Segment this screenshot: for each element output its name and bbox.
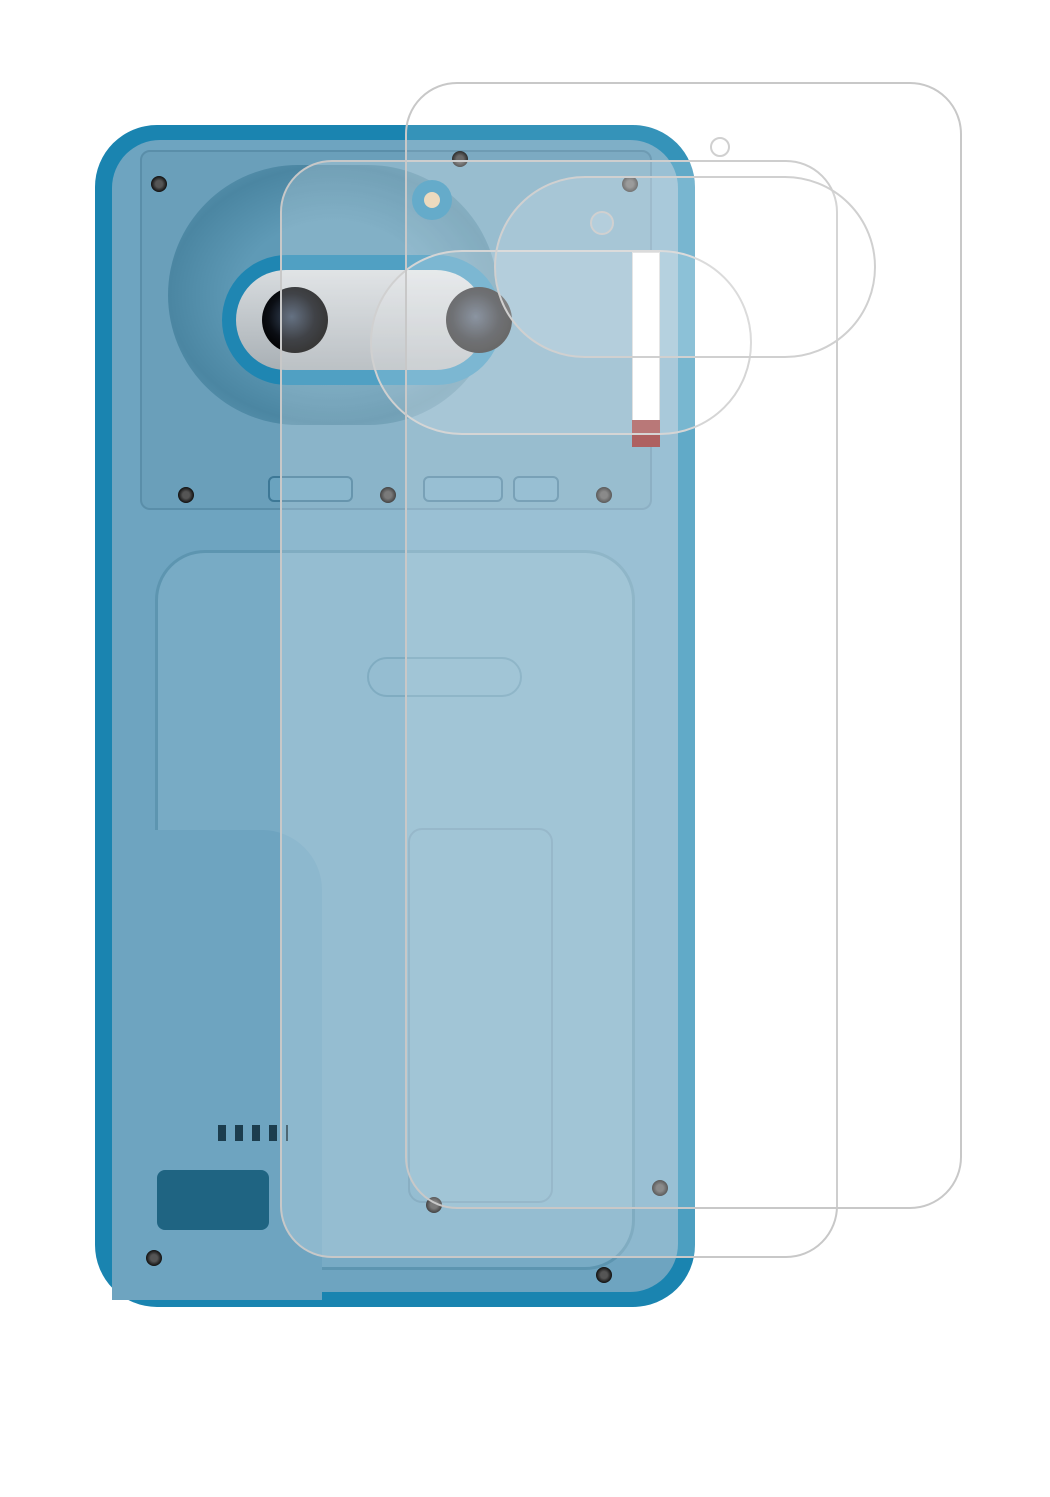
battery-outline	[408, 828, 553, 1203]
screw	[622, 176, 638, 192]
flash	[412, 180, 452, 220]
vent-slot	[423, 476, 503, 502]
screw	[596, 1267, 612, 1283]
screw	[596, 487, 612, 503]
speaker-dots	[218, 1125, 288, 1141]
vent-slot	[513, 476, 559, 502]
screw	[652, 1180, 668, 1196]
screw	[452, 151, 468, 167]
screw	[380, 487, 396, 503]
screw	[151, 176, 167, 192]
lens-left	[262, 287, 328, 353]
screw	[146, 1250, 162, 1266]
screw	[178, 487, 194, 503]
wireless-charge-mark	[367, 657, 522, 697]
film-camera-cutout	[494, 176, 876, 358]
sensor-block	[157, 1170, 269, 1230]
film-flash-hole	[710, 137, 730, 157]
film-flash-hole	[590, 211, 614, 235]
vent-slot	[268, 476, 353, 502]
led-strip	[632, 252, 660, 447]
